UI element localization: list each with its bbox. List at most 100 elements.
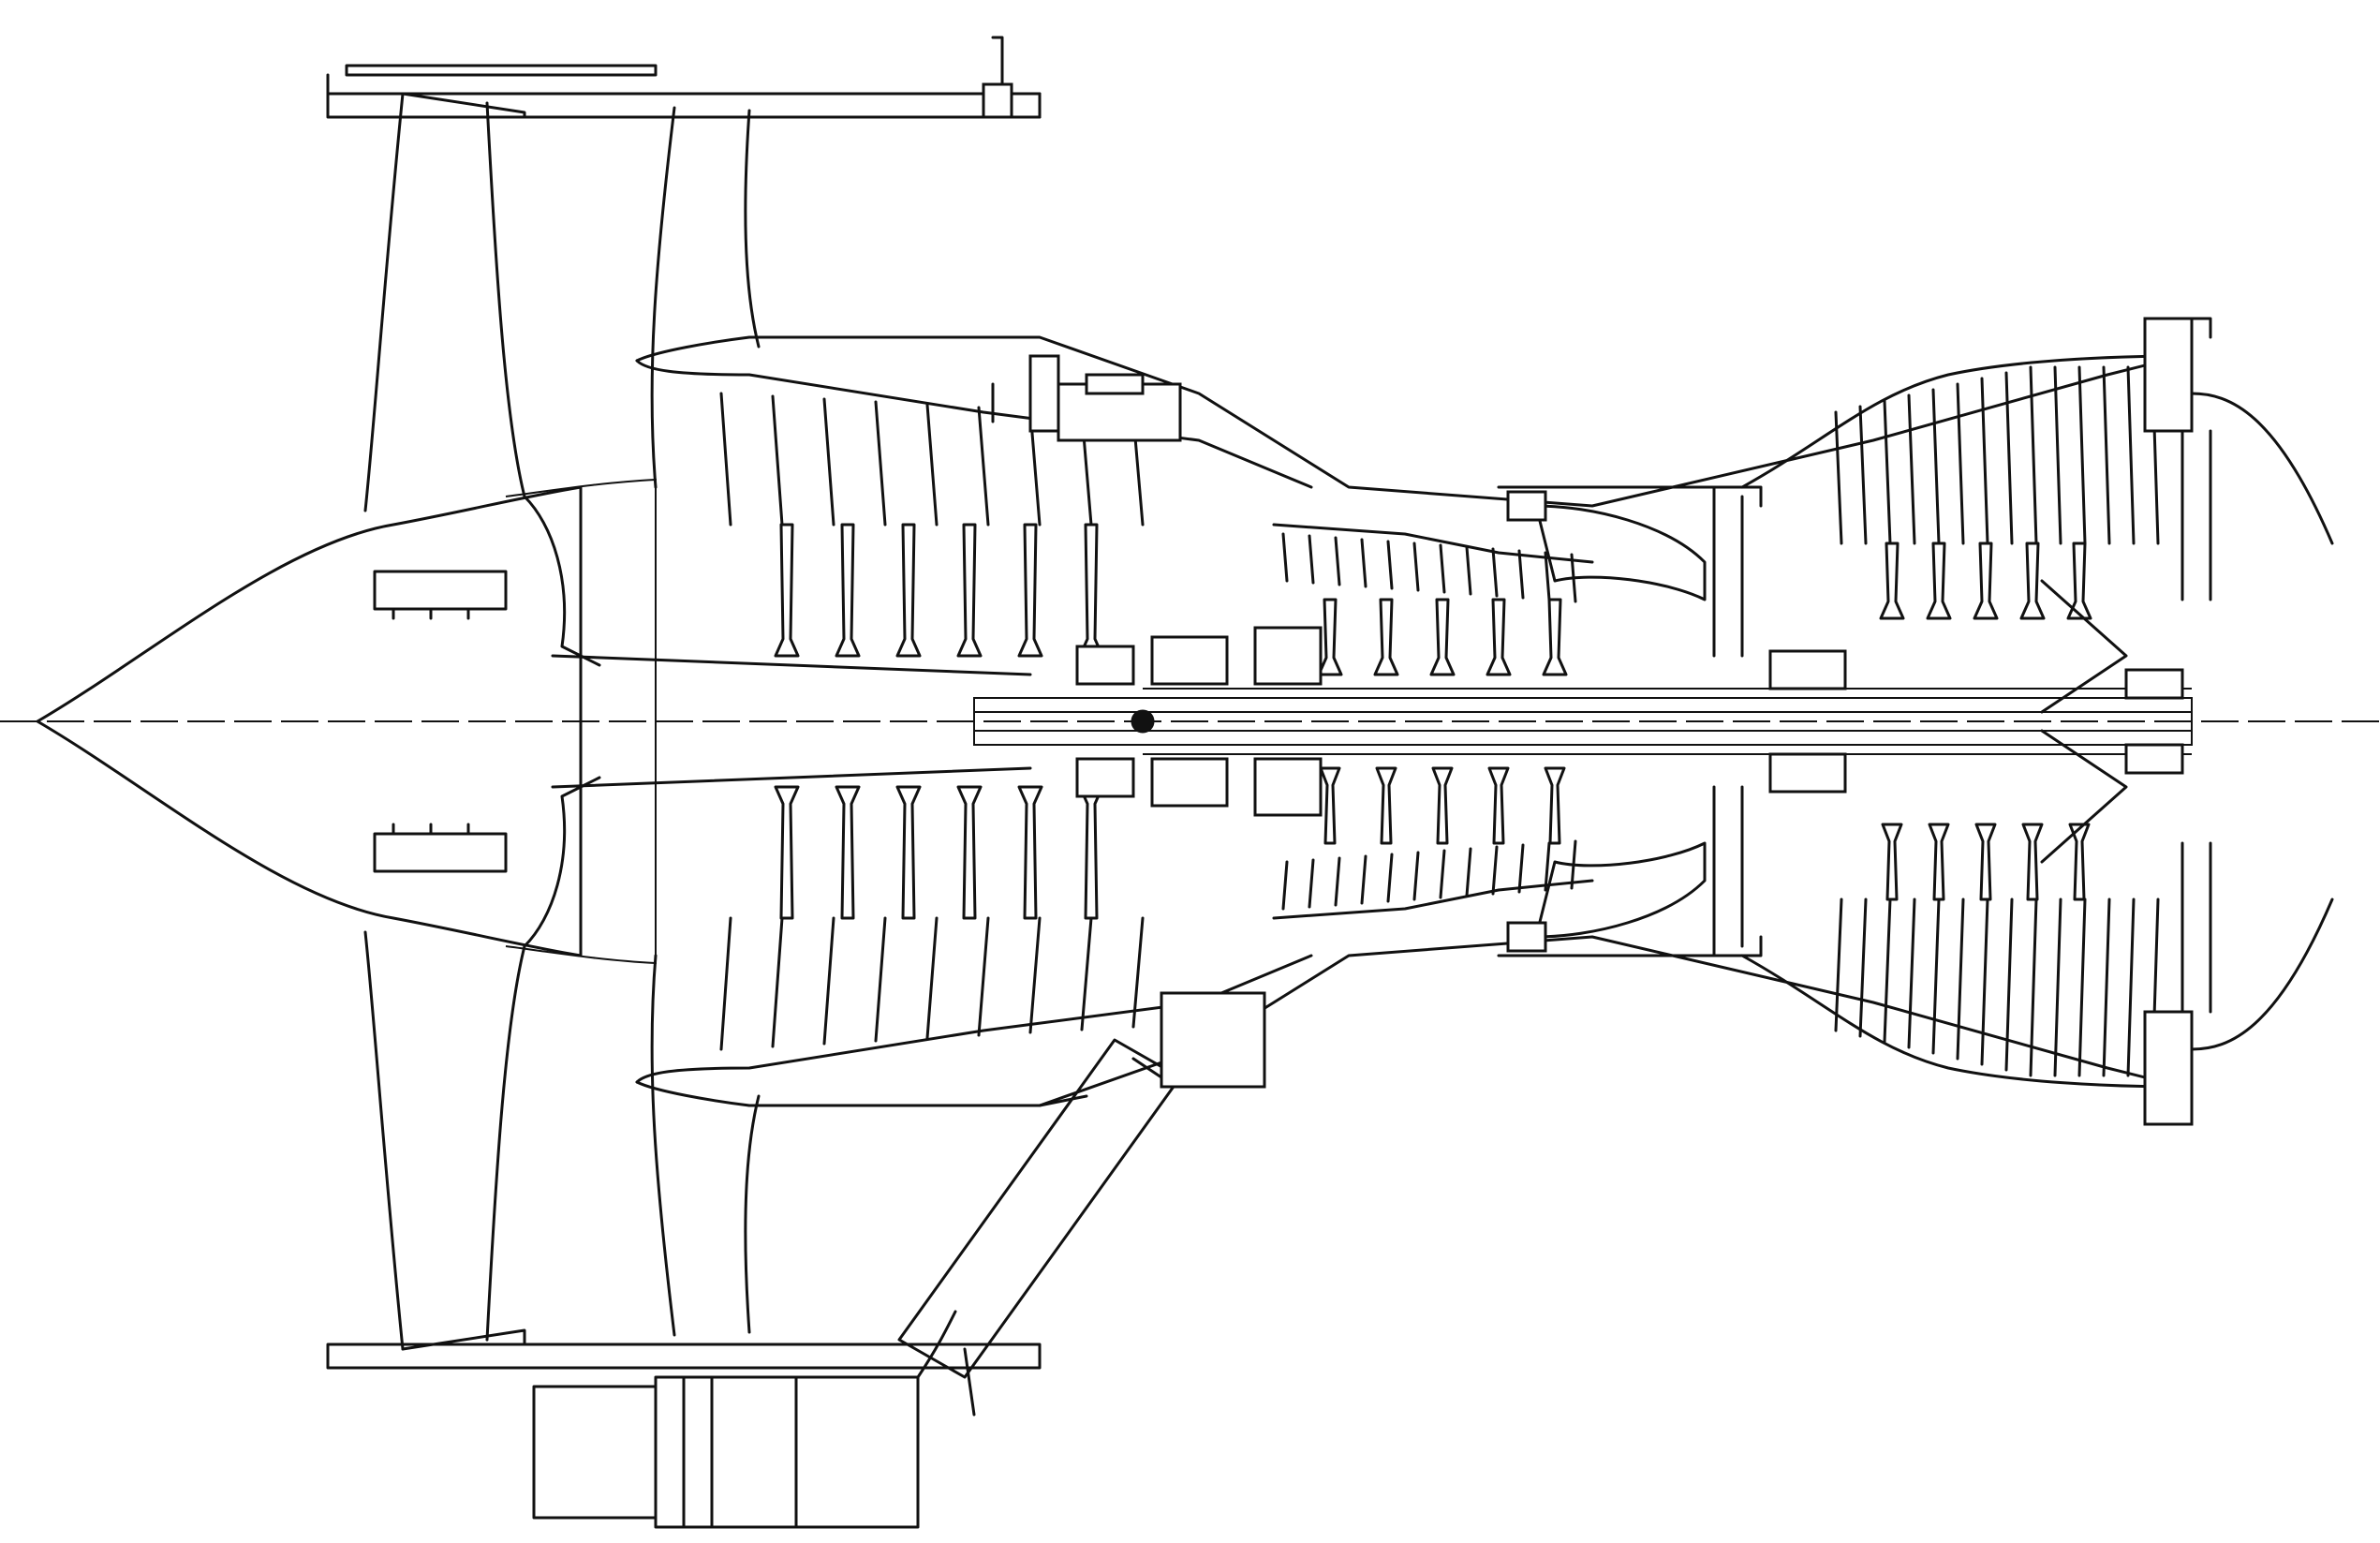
hpc-blade	[1439, 543, 1446, 594]
hpc-blade	[1517, 843, 1525, 894]
booster-blade	[1028, 916, 1042, 1034]
forward-sump	[1075, 626, 1323, 817]
hpc-blade	[1308, 858, 1315, 909]
hpc-stages-top	[1281, 532, 1577, 676]
lpt-casing-top	[1740, 354, 2184, 489]
booster-blade	[925, 403, 939, 527]
booster-disk	[1078, 785, 1104, 920]
lpt-blade	[2077, 898, 2087, 1077]
booster-disk	[1017, 785, 1043, 920]
booster-disk	[774, 523, 800, 658]
lpt-blade	[2029, 365, 2038, 545]
booster-stages-top	[719, 392, 1145, 658]
spinner-inner-ring	[505, 478, 657, 965]
booster-disk	[1078, 523, 1104, 658]
hpc-blade	[1334, 856, 1341, 907]
booster-disk	[956, 785, 983, 920]
hpc-blade	[1491, 547, 1499, 598]
lpt-blade	[1931, 898, 1941, 1055]
exhaust-frame-bottom	[2040, 729, 2334, 1126]
lpt-blade	[1834, 410, 1843, 545]
nacelle-top	[326, 36, 1042, 119]
hpc-blade	[1386, 853, 1394, 903]
booster-blade	[771, 394, 784, 527]
hpc-blade	[1491, 845, 1499, 896]
lpt-disk	[1973, 542, 1999, 620]
hpc-disk	[1431, 766, 1454, 845]
hpc-blade	[1412, 542, 1420, 592]
booster-blade	[977, 406, 990, 527]
combustor-top	[1497, 485, 1763, 601]
shafts	[973, 688, 2193, 755]
radial-drive-shaft	[897, 991, 1266, 1379]
hpc-disk	[1486, 598, 1512, 676]
accessory-gearbox	[532, 1310, 957, 1529]
lpt-blade	[2126, 365, 2136, 545]
hpc-blade	[1544, 551, 1551, 601]
hpc-disk	[1373, 598, 1399, 676]
splitter-top	[635, 335, 2184, 508]
lpt-blade	[2102, 365, 2111, 545]
hpc-blade	[1360, 854, 1367, 905]
lpt-disk	[2019, 542, 2046, 620]
lpt-stages-bottom	[1834, 823, 2160, 1077]
hpc-blade	[1465, 545, 1472, 596]
lpt-blade	[2077, 365, 2087, 545]
booster-blade	[925, 916, 939, 1040]
fan-blades-top	[363, 92, 761, 512]
lpt-casing-bottom	[1740, 954, 2184, 1089]
bypass-duct-bottom-line	[747, 1094, 1088, 1107]
booster-blade	[822, 397, 835, 527]
hpc-blade	[1281, 860, 1289, 911]
booster-blade	[874, 400, 887, 527]
nacelle-bottom	[326, 1328, 1042, 1417]
lpt-blade	[2004, 898, 2014, 1072]
lpt-stages-top	[1834, 365, 2160, 620]
hpc-disk	[1375, 766, 1397, 845]
booster-disk	[835, 523, 861, 658]
hpc-disk	[1487, 766, 1510, 845]
booster-blade	[1080, 916, 1093, 1031]
hpc-disk	[1319, 766, 1341, 845]
booster-disk	[956, 523, 983, 658]
lpt-disk	[1881, 823, 1903, 901]
booster-blade	[719, 392, 732, 527]
lpt-blade	[2004, 371, 2014, 545]
hpc-blade	[1281, 532, 1289, 583]
lpt-blade	[1980, 377, 1989, 545]
booster-blade	[822, 916, 835, 1046]
booster-disk	[1017, 523, 1043, 658]
lpt-blade	[2126, 898, 2136, 1077]
booster-blade	[977, 916, 990, 1037]
lpt-blade	[1858, 405, 1868, 545]
splitter-top-inner	[635, 359, 1313, 489]
splitter-bottom-inner	[635, 954, 1313, 1084]
booster-blade	[719, 916, 732, 1051]
booster-disk	[835, 785, 861, 920]
combustor-bottom	[1497, 841, 1763, 957]
inlet-struts	[373, 570, 508, 873]
aft-sump	[1768, 649, 2184, 794]
lpt-disk	[1926, 542, 1952, 620]
fan-blades-bottom	[363, 930, 761, 1351]
hpc-disk	[1544, 766, 1566, 845]
exhaust-frame-top	[2040, 317, 2334, 714]
lpt-disk	[1928, 823, 1950, 901]
lpt-blade	[1956, 382, 1965, 545]
hpc-disk	[1429, 598, 1456, 676]
lpt-disk	[2066, 542, 2092, 620]
lpt-blade	[1883, 898, 1892, 1044]
lpt-disk	[2021, 823, 2044, 901]
hpc-blade	[1334, 536, 1341, 586]
lpt-disk	[1974, 823, 1997, 901]
lpt-blade	[1980, 898, 1989, 1066]
hpc-blade	[1308, 534, 1315, 585]
hpc-stages-bottom	[1281, 766, 1577, 911]
hpc-blade	[1386, 540, 1394, 590]
splitter-bottom	[635, 935, 2184, 1107]
booster-stages-bottom	[719, 785, 1145, 1051]
booster-disk	[895, 523, 922, 658]
hpc-blade	[1465, 847, 1472, 898]
booster-blade	[771, 916, 784, 1048]
lpt-blade	[2029, 898, 2038, 1077]
